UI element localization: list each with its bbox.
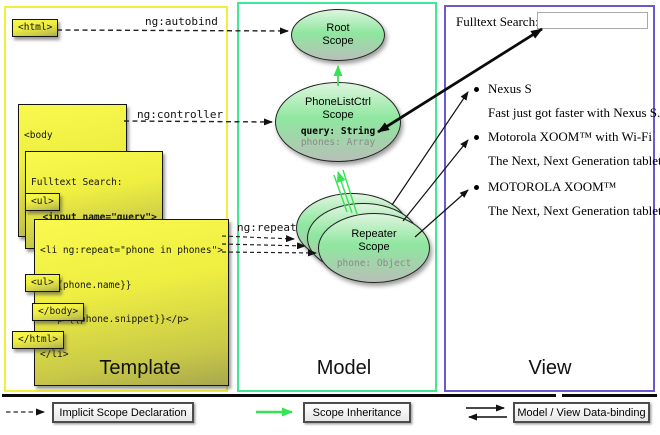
- legend-divider: [562, 394, 657, 397]
- scope-name: Repeater: [351, 227, 397, 240]
- view-item-desc: The Next, Next Generation tablet.: [488, 153, 660, 168]
- view-item-desc: Fast just got faster with Nexus S.: [488, 105, 660, 120]
- scope-name: Scope: [322, 109, 354, 121]
- legend-inheritance-label-box: Scope Inheritance: [303, 402, 411, 423]
- code-box-ul-close: <ul>: [25, 274, 60, 292]
- fulltext-search-input[interactable]: [537, 12, 648, 29]
- scope-name: PhoneListCtrl: [304, 96, 372, 108]
- code-box-body-close: </body>: [32, 303, 85, 321]
- view-item-title: MOTOROLA XOOM™: [488, 179, 617, 194]
- legend-binding-arrows-icon: [466, 404, 507, 421]
- bullet-icon: [474, 185, 479, 190]
- root-scope-ellipse: Root Scope: [291, 9, 385, 61]
- scope-prop-phones: phones: Array: [300, 137, 376, 148]
- view-item-title: Motorola XOOM™ with Wi-Fi: [488, 129, 653, 144]
- code-line: Fulltext Search:: [31, 177, 123, 188]
- fulltext-search-label: Fulltext Search:: [456, 14, 539, 29]
- phonelistctrl-scope-ellipse: PhoneListCtrl Scope query: String phones…: [275, 82, 401, 162]
- scope-prop-query: query: String: [300, 126, 376, 137]
- ng-controller-label: ng:controller: [137, 108, 224, 121]
- view-item-desc: The Next, Next Generation tablet.: [488, 203, 660, 218]
- view-panel: [444, 5, 655, 392]
- scope-name: Scope: [358, 240, 390, 253]
- code-box-li-repeat: <li ng:repeat="phone in phones"> {{phone…: [34, 219, 230, 386]
- bullet-icon: [474, 135, 479, 140]
- code-box-html-close: </html>: [12, 331, 65, 349]
- model-column-label: Model: [316, 357, 372, 379]
- legend-binding-label-box: Model / View Data-binding: [513, 402, 650, 423]
- view-item-title: Nexus S: [488, 81, 532, 96]
- ng-autobind-label: ng:autobind: [145, 15, 218, 28]
- scope-name: Scope: [322, 35, 354, 47]
- legend-implicit-label-box: Implicit Scope Declaration: [52, 402, 194, 423]
- code-line: <input name="query">: [31, 211, 157, 223]
- view-column-label: View: [528, 357, 572, 379]
- code-line: <body: [24, 130, 53, 141]
- ng-repeat-label: ng:repeat: [237, 221, 297, 234]
- bullet-icon: [474, 87, 479, 92]
- code-line: <li ng:repeat="phone in phones">: [40, 245, 224, 256]
- repeater-scope-ellipse-front: Repeater Scope phone: Object: [318, 213, 430, 283]
- code-line: <p>{{phone.snippet}}</p>: [40, 314, 189, 325]
- scope-name: Root: [326, 22, 350, 34]
- scope-prop-phone: phone: Object: [336, 257, 412, 269]
- code-line: {{phone.name}}: [40, 279, 132, 291]
- legend-divider: [2, 394, 556, 397]
- code-box-ul-open: <ul>: [25, 193, 60, 211]
- code-line: </li>: [40, 348, 69, 360]
- template-column-label: Template: [99, 357, 181, 379]
- code-box-html-open: <html>: [12, 19, 59, 37]
